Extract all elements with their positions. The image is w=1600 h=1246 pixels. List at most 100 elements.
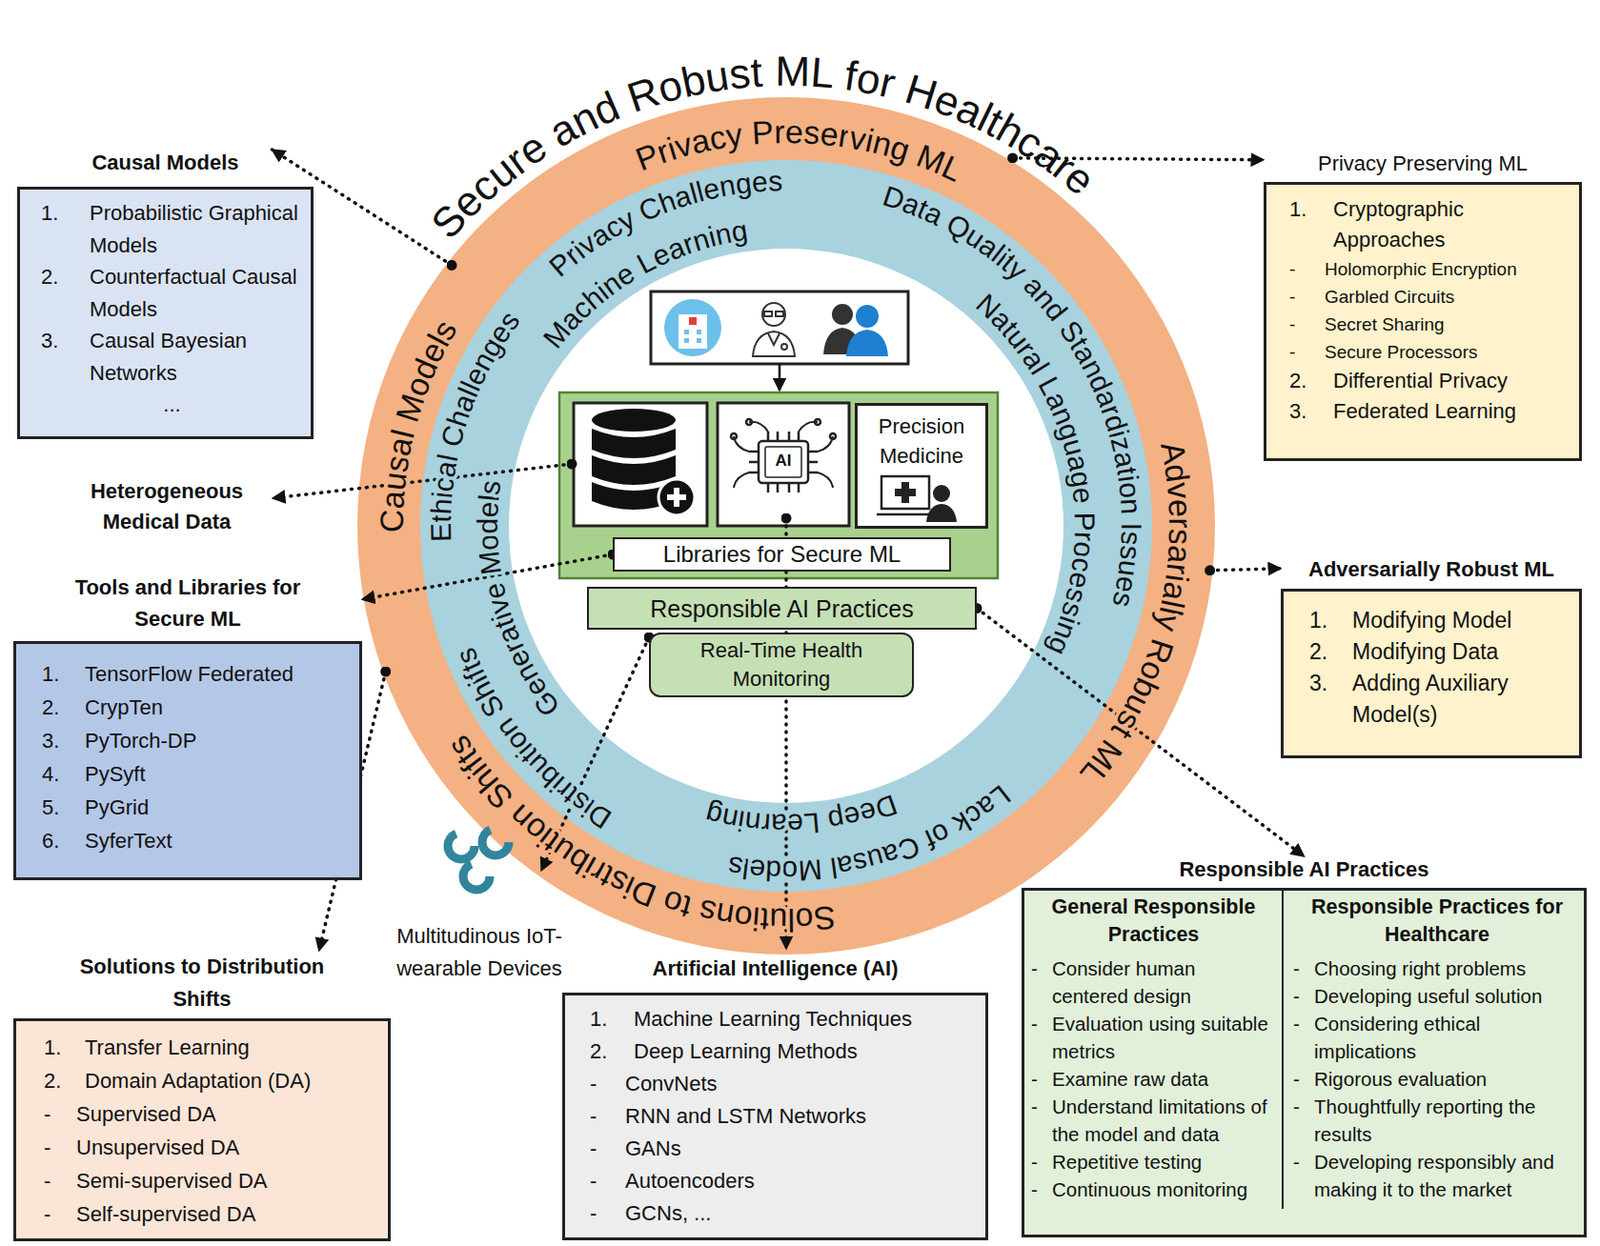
graphic-part bbox=[749, 431, 818, 493]
graphic-part bbox=[814, 419, 821, 426]
list-item: Counterfactual Causal Models bbox=[89, 261, 304, 325]
list-item: Adding Auxiliary Model(s) bbox=[1352, 668, 1572, 731]
ring-band: Privacy Preserving MLCausal ModelsAdvers… bbox=[357, 97, 1216, 955]
list-row: -Continuous monitoring bbox=[1031, 1175, 1276, 1204]
list-marker: - bbox=[1293, 1010, 1315, 1066]
ring-label-path: Privacy Preserving ML bbox=[630, 113, 969, 189]
box-body: 1.Modifying Model2.Modifying Data3.Addin… bbox=[1280, 588, 1582, 759]
list-marker: - bbox=[43, 1164, 77, 1198]
list-item: PyGrid bbox=[84, 790, 352, 825]
list-row: 3.Federated Learning bbox=[1289, 396, 1572, 427]
list-item: PySyft bbox=[84, 757, 352, 791]
graphic-part bbox=[762, 303, 786, 326]
graphic-part bbox=[746, 419, 752, 426]
list-marker: 6. bbox=[41, 824, 85, 858]
chip-label: AI bbox=[764, 451, 803, 471]
box-body: 1.Cryptographic Approaches-Holomorphic E… bbox=[1263, 182, 1582, 462]
graphic-part bbox=[733, 422, 833, 488]
list-row: -Repetitive testing bbox=[1031, 1148, 1276, 1176]
graphic-part bbox=[684, 329, 689, 335]
list-marker: 3. bbox=[40, 324, 90, 389]
list-box: Responsible AI PracticesGeneral Responsi… bbox=[1021, 856, 1587, 1238]
list-item: Causal Bayesian Networks bbox=[89, 324, 304, 389]
list-row: -Autoencoders bbox=[589, 1165, 978, 1198]
list-marker: - bbox=[1031, 1010, 1053, 1066]
list-item: Federated Learning bbox=[1333, 396, 1572, 427]
list-row: -Understand limitations of the model and… bbox=[1031, 1093, 1276, 1149]
people-icon bbox=[823, 303, 889, 357]
list-row: -Developing useful solution bbox=[1293, 982, 1581, 1011]
graphic-part bbox=[463, 863, 490, 891]
list-row: -Self-supervised DA bbox=[43, 1197, 381, 1232]
list-row: ... bbox=[40, 388, 304, 422]
list-marker: 1. bbox=[1289, 194, 1334, 256]
list-marker: - bbox=[1293, 1065, 1315, 1094]
list-row: 3.Causal Bayesian Networks bbox=[40, 324, 304, 389]
list-row: 4.PySyft bbox=[41, 757, 352, 791]
list-row: -Considering ethical implications bbox=[1293, 1010, 1581, 1066]
list-row: 1.Cryptographic Approaches bbox=[1289, 194, 1572, 256]
list-marker: - bbox=[1031, 1093, 1053, 1149]
list-item: Probabilistic Graphical Models bbox=[89, 197, 304, 262]
ring-label-path: Lack of Causal Models bbox=[726, 779, 1017, 888]
ring-label-path: Machine Learning bbox=[536, 214, 750, 355]
graphic-part bbox=[855, 304, 879, 328]
ring-label: Lack of Causal Models bbox=[726, 779, 1017, 888]
list-marker: - bbox=[1031, 954, 1053, 1011]
list-marker: - bbox=[589, 1068, 626, 1101]
process-box: Real-Time Health Monitoring bbox=[648, 632, 914, 698]
list-item: Machine Learning Techniques bbox=[633, 1003, 978, 1036]
column-box: Responsible Practices for Healthcare-Cho… bbox=[1283, 888, 1587, 1210]
list-marker: 3. bbox=[1289, 396, 1334, 427]
graphic-part bbox=[684, 338, 689, 344]
graphic-part bbox=[932, 485, 951, 503]
list-marker: - bbox=[1293, 954, 1315, 983]
list-marker: 2. bbox=[1289, 365, 1334, 397]
title-path: Secure and Robust ML for Healthcare bbox=[422, 47, 1105, 248]
dotted-arrow bbox=[1012, 158, 1264, 161]
list-item: Developing useful solution bbox=[1314, 982, 1581, 1011]
list-marker: - bbox=[1031, 1065, 1053, 1094]
list-item: Self-supervised DA bbox=[76, 1197, 381, 1232]
list-marker: - bbox=[1031, 1175, 1053, 1204]
list-item: Understand limitations of the model and … bbox=[1052, 1093, 1276, 1149]
graphic-part bbox=[876, 513, 932, 517]
precision-box-ground bbox=[854, 403, 989, 529]
list-item: Cryptographic Approaches bbox=[1333, 194, 1572, 256]
list-row: -Garbled Circuits bbox=[1289, 283, 1572, 311]
list-box: Privacy Preserving ML 1.Cryptographic App… bbox=[1263, 150, 1582, 462]
list-row: 5.PyGrid bbox=[41, 790, 352, 825]
graphic-part bbox=[696, 338, 702, 344]
box-heading: Responsible AI Practices bbox=[1113, 856, 1496, 884]
list-marker: 1. bbox=[41, 657, 85, 691]
list-row: 3.Adding Auxiliary Model(s) bbox=[1309, 668, 1572, 731]
list-marker: - bbox=[43, 1097, 77, 1132]
leader-line bbox=[272, 464, 572, 499]
list-item: Secret Sharing bbox=[1324, 310, 1572, 339]
list-marker: - bbox=[1289, 255, 1325, 284]
list-item: Deep Learning Methods bbox=[633, 1035, 978, 1069]
list-row: -Thoughtfully reporting the results bbox=[1293, 1093, 1581, 1149]
graphic-part bbox=[894, 488, 916, 497]
box-body: 1.Transfer Learning2.Domain Adaptation (… bbox=[13, 1018, 391, 1242]
list-marker: 4. bbox=[41, 757, 85, 791]
list-item: Secure Processors bbox=[1324, 338, 1572, 366]
list-item: TensorFlow Federated bbox=[84, 657, 352, 691]
graphic-part bbox=[673, 487, 680, 507]
ring-label: Distribution Shifts bbox=[448, 644, 617, 836]
list-item: Differential Privacy bbox=[1333, 365, 1572, 397]
list-marker: 2. bbox=[40, 261, 90, 325]
list-row: 3.PyTorch-DP bbox=[41, 724, 352, 758]
list-item: Thoughtfully reporting the results bbox=[1314, 1093, 1581, 1149]
graphic-part bbox=[730, 433, 737, 440]
list-marker: - bbox=[1289, 310, 1325, 339]
list-row: -Secure Processors bbox=[1289, 338, 1572, 366]
box-heading: Privacy Preserving ML bbox=[1265, 150, 1580, 178]
list-item: Continuous monitoring bbox=[1052, 1175, 1276, 1204]
hospital-icon bbox=[664, 299, 722, 357]
list-marker: - bbox=[1289, 283, 1325, 311]
box-body: 1.TensorFlow Federated2.CrypTen3.PyTorch… bbox=[13, 641, 363, 881]
list-marker: - bbox=[1031, 1148, 1053, 1176]
graphic-part bbox=[752, 331, 795, 357]
